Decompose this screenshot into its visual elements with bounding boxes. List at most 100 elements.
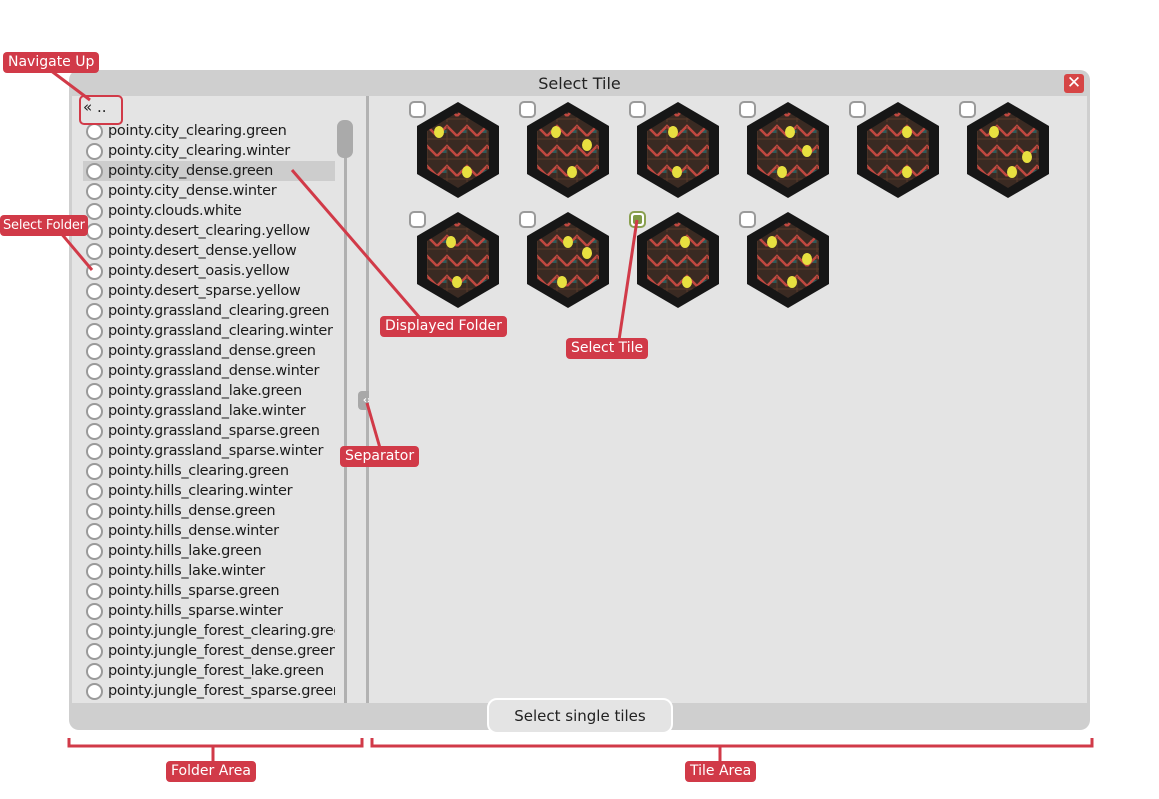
folder-item[interactable]: pointy.jungle_forest_sparse.green: [83, 681, 335, 701]
select-folder-radio[interactable]: [86, 582, 103, 600]
folder-item[interactable]: pointy.grassland_lake.winter: [83, 401, 335, 421]
select-folder-radio[interactable]: [86, 602, 103, 620]
select-folder-radio[interactable]: [86, 642, 103, 660]
select-folder-radio[interactable]: [86, 162, 103, 180]
select-folder-radio[interactable]: [86, 362, 103, 380]
navigate-up-button[interactable]: « ..: [83, 98, 107, 116]
folder-label: pointy.hills_lake.green: [108, 543, 262, 559]
folder-label: pointy.jungle_forest_clearing.green: [108, 623, 335, 639]
folder-item[interactable]: pointy.jungle_forest_clearing.green: [83, 621, 335, 641]
tile[interactable]: [479, 206, 609, 308]
folder-label: pointy.desert_sparse.yellow: [108, 283, 301, 299]
select-folder-radio[interactable]: [86, 502, 103, 520]
tile-image: [637, 212, 719, 308]
tile[interactable]: [919, 96, 1049, 198]
select-tile-checkbox[interactable]: [409, 101, 426, 118]
folder-item[interactable]: pointy.grassland_lake.green: [83, 381, 335, 401]
folder-item[interactable]: pointy.grassland_sparse.winter: [83, 441, 335, 461]
folder-item[interactable]: pointy.grassland_sparse.green: [83, 421, 335, 441]
select-folder-radio[interactable]: [86, 202, 103, 220]
select-tile-checkbox[interactable]: [739, 101, 756, 118]
close-icon[interactable]: ✕: [1064, 74, 1084, 93]
folder-item[interactable]: pointy.desert_dense.yellow: [83, 241, 335, 261]
folder-item[interactable]: pointy.city_clearing.winter: [83, 141, 335, 161]
folder-item[interactable]: pointy.hills_sparse.winter: [83, 601, 335, 621]
scrollbar-thumb[interactable]: [337, 120, 353, 158]
tile[interactable]: [699, 96, 829, 198]
scrollbar-track[interactable]: [344, 146, 347, 703]
tile-area: [369, 96, 1087, 703]
folder-label: pointy.grassland_clearing.green: [108, 303, 330, 319]
folder-item[interactable]: pointy.grassland_clearing.winter: [83, 321, 335, 341]
select-folder-radio[interactable]: [86, 342, 103, 360]
tile[interactable]: [369, 96, 499, 198]
tile-image: [417, 212, 499, 308]
tile[interactable]: [479, 96, 609, 198]
folder-item[interactable]: pointy.clouds.white: [83, 201, 335, 221]
select-mode-button[interactable]: Select single tiles: [487, 698, 673, 734]
select-folder-radio[interactable]: [86, 282, 103, 300]
folder-item[interactable]: pointy.desert_sparse.yellow: [83, 281, 335, 301]
folder-item[interactable]: pointy.hills_lake.green: [83, 541, 335, 561]
select-folder-radio[interactable]: [86, 562, 103, 580]
select-folder-radio[interactable]: [86, 322, 103, 340]
folder-item[interactable]: pointy.grassland_dense.winter: [83, 361, 335, 381]
select-folder-radio[interactable]: [86, 442, 103, 460]
select-folder-radio[interactable]: [86, 382, 103, 400]
select-tile-checkbox[interactable]: [959, 101, 976, 118]
folder-item[interactable]: pointy.hills_sparse.green: [83, 581, 335, 601]
select-tile-checkbox[interactable]: [409, 211, 426, 228]
annotation-select-tile: Select Tile: [566, 338, 649, 359]
folder-item[interactable]: pointy.hills_lake.winter: [83, 561, 335, 581]
tile-image: [747, 212, 829, 308]
tile-image: [637, 102, 719, 198]
select-folder-radio[interactable]: [86, 402, 103, 420]
annotation-displayed-folder: Displayed Folder: [380, 316, 507, 337]
tile[interactable]: [699, 206, 829, 308]
folder-label: pointy.jungle_forest_dense.green: [108, 643, 335, 659]
tile[interactable]: [589, 96, 719, 198]
folder-label: pointy.grassland_dense.green: [108, 343, 316, 359]
folder-item[interactable]: pointy.hills_dense.winter: [83, 521, 335, 541]
select-folder-radio[interactable]: [86, 242, 103, 260]
tile[interactable]: [809, 96, 939, 198]
select-tile-checkbox[interactable]: [849, 101, 866, 118]
select-folder-radio[interactable]: [86, 142, 103, 160]
dialog-title: Select Tile: [538, 74, 621, 93]
select-folder-radio[interactable]: [86, 422, 103, 440]
select-tile-checkbox[interactable]: [629, 211, 646, 228]
folder-item[interactable]: pointy.grassland_clearing.green: [83, 301, 335, 321]
folder-label: pointy.clouds.white: [108, 203, 242, 219]
folder-item[interactable]: pointy.jungle_forest_lake.green: [83, 661, 335, 681]
folder-item[interactable]: pointy.hills_clearing.green: [83, 461, 335, 481]
folder-item[interactable]: pointy.hills_dense.green: [83, 501, 335, 521]
select-folder-radio[interactable]: [86, 662, 103, 680]
folder-item[interactable]: pointy.city_dense.winter: [83, 181, 335, 201]
select-folder-radio[interactable]: [86, 522, 103, 540]
folder-item[interactable]: pointy.hills_clearing.winter: [83, 481, 335, 501]
select-tile-checkbox[interactable]: [519, 101, 536, 118]
select-folder-radio[interactable]: [86, 482, 103, 500]
select-folder-radio[interactable]: [86, 462, 103, 480]
annotation-navigate-up: Navigate Up: [3, 52, 100, 73]
select-folder-radio[interactable]: [86, 682, 103, 700]
folder-item[interactable]: pointy.desert_clearing.yellow: [83, 221, 335, 241]
tile[interactable]: [369, 206, 499, 308]
folder-label: pointy.grassland_lake.winter: [108, 403, 306, 419]
select-tile-checkbox[interactable]: [629, 101, 646, 118]
select-tile-checkbox[interactable]: [519, 211, 536, 228]
folder-item[interactable]: pointy.grassland_dense.green: [83, 341, 335, 361]
select-folder-radio[interactable]: [86, 182, 103, 200]
select-folder-radio[interactable]: [86, 302, 103, 320]
select-folder-radio[interactable]: [86, 622, 103, 640]
select-folder-radio[interactable]: [86, 542, 103, 560]
folder-label: pointy.city_dense.green: [108, 163, 273, 179]
folder-item[interactable]: pointy.jungle_forest_dense.green: [83, 641, 335, 661]
folder-label: pointy.city_clearing.winter: [108, 143, 290, 159]
annotation-folder-area: Folder Area: [166, 761, 256, 782]
tile[interactable]: [589, 206, 719, 308]
tile-image: [857, 102, 939, 198]
select-tile-checkbox[interactable]: [739, 211, 756, 228]
folder-item[interactable]: pointy.city_dense.green: [83, 161, 335, 181]
